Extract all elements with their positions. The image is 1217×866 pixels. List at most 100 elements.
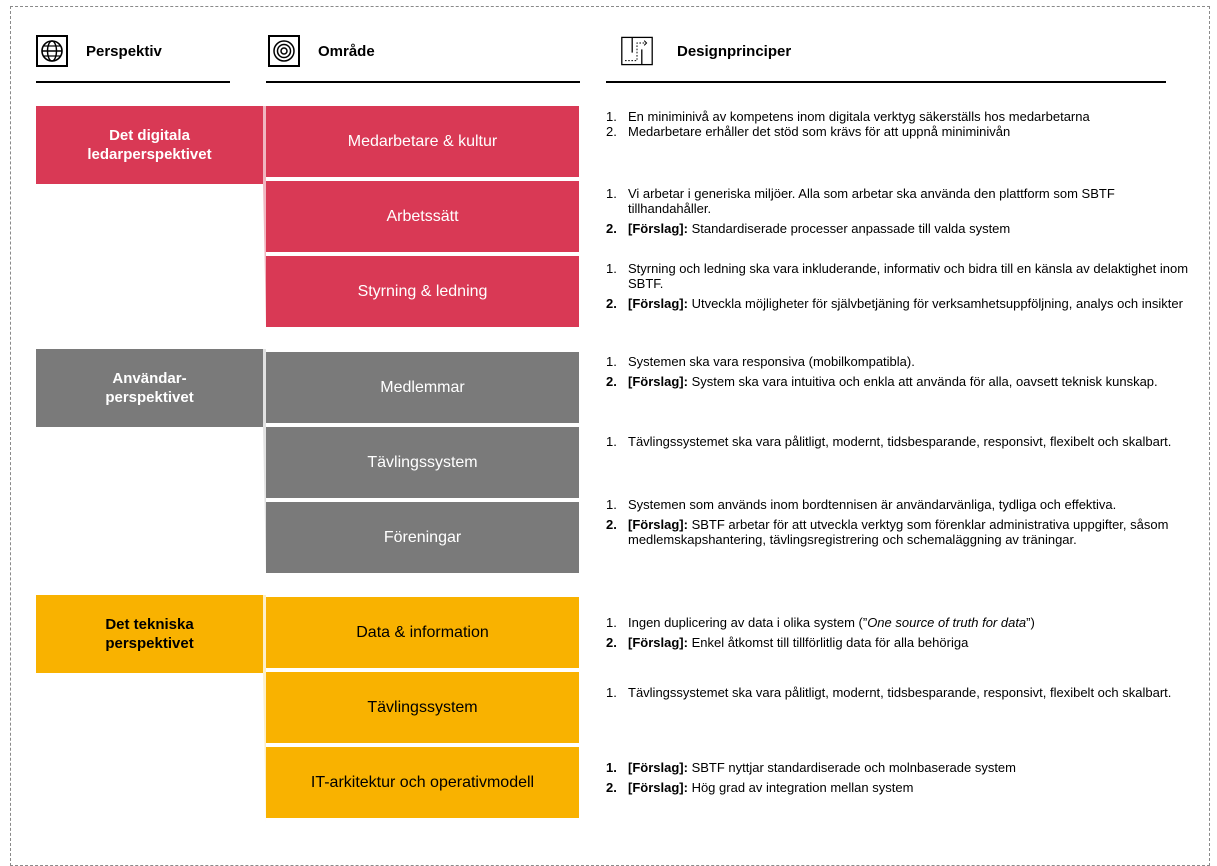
perspective-tech-line2: perspektivet [105,635,194,652]
principle-text: En miniminivå av kompetens inom digitala… [628,109,1090,124]
principle-item: 2. Medarbetare erhåller det stöd som kräv… [606,124,1191,139]
header-rule-area [266,81,580,83]
header-area-label: Område [318,42,375,60]
principle-item: 2. [Förslag]: SBTF arbetar för att utveck… [606,517,1191,547]
principles-group: 1. Systemen som används inom bordtennisen… [606,497,1191,547]
area-box: Föreningar [266,502,579,573]
principle-text: Tävlingssystemet ska vara pålitligt, mod… [628,685,1172,700]
principle-number: 1. [606,615,617,630]
header-principles-label: Designprinciper [677,42,792,60]
principle-text: Styrning och ledning ska vara inkluderan… [628,261,1189,291]
principle-number: 1. [606,497,617,512]
principle-number: 1. [606,685,617,700]
principle-item: 1. Tävlingssystemet ska vara pålitligt, m… [606,685,1191,700]
principles-group: 1. Vi arbetar i generiska miljöer. Alla s… [606,186,1191,236]
header-perspective-label: Perspektiv [86,42,162,60]
principles-group: 1. Styrning och ledning ska vara inkluder… [606,261,1191,311]
area-box: Medlemmar [266,352,579,423]
proposal-tag: [Förslag]: [628,221,688,236]
principle-text: Enkel åtkomst till tillförlitlig data fö… [687,635,969,650]
principle-item: 1. En miniminivå av kompetens inom digita… [606,109,1191,124]
proposal-tag: [Förslag]: [628,374,688,389]
principle-number: 2. [606,221,617,236]
proposal-tag: [Förslag]: [628,780,688,795]
principle-number: 1. [606,109,617,124]
principle-item: 1. Ingen duplicering av data i olika syst… [606,615,1191,630]
principles-group: 1. Tävlingssystemet ska vara pålitligt, m… [606,685,1191,700]
principle-item: 2. [Förslag]: Hög grad av integration mel… [606,780,1191,795]
header-rule-perspective [36,81,230,83]
principle-text: SBTF nyttjar standardiserade och molnbas… [687,760,1016,775]
principle-text: Ingen duplicering av data i olika system… [628,615,868,630]
principle-number: 2. [606,374,617,389]
principle-number: 2. [606,296,617,311]
principle-number: 1. [606,261,617,276]
proposal-tag: [Förslag]: [628,760,688,775]
principle-text: Vi arbetar i generiska miljöer. Alla som… [628,186,1115,216]
area-box: Tävlingssystem [266,672,579,743]
area-box: IT-arkitektur och operativmodell [266,747,579,818]
principles-group: 1. En miniminivå av kompetens inom digita… [606,109,1191,139]
perspective-user-line1: Användar- [112,370,187,387]
principle-item: 2. [Förslag]: System ska vara intuitiva o… [606,374,1191,389]
flow-path-icon [621,35,653,67]
principle-number: 2. [606,124,617,139]
principle-number: 1. [606,186,617,201]
area-box: Data & information [266,597,579,668]
principle-text: ”) [1026,615,1035,630]
principle-text: Standardiserade processer anpassade till… [687,221,1011,236]
principle-text: Tävlingssystemet ska vara pålitligt, mod… [628,434,1172,449]
principle-number: 1. [606,760,617,775]
principle-text: Utveckla möjligheter för självbetjäning … [687,296,1183,311]
principle-text: Hög grad av integration mellan system [687,780,914,795]
principle-text: SBTF arbetar för att utveckla verktyg so… [628,517,1169,547]
area-box: Styrning & ledning [266,256,579,327]
digital-fan [263,106,266,326]
tech-fan [263,595,266,823]
principle-number: 2. [606,517,617,532]
principles-group: 1. Ingen duplicering av data i olika syst… [606,615,1191,650]
target-icon [268,35,300,67]
header-rule-principles [606,81,1166,83]
principles-group: 1. [Förslag]: SBTF nyttjar standardiserad… [606,760,1191,795]
principle-number: 1. [606,354,617,369]
principle-item: 1. Systemen ska vara responsiva (mobilkom… [606,354,1191,369]
principle-item: 2. [Förslag]: Standardiserade processer a… [606,221,1191,236]
principle-text: System ska vara intuitiva och enkla att … [687,374,1158,389]
header-area: Område [268,31,375,71]
principle-item: 1. [Förslag]: SBTF nyttjar standardiserad… [606,760,1191,775]
proposal-tag: [Förslag]: [628,635,688,650]
header-principles: Designprinciper [621,31,791,71]
area-box: Arbetssätt [266,181,579,252]
header-perspective: Perspektiv [36,31,162,71]
perspective-user: Användar-perspektivet [36,349,263,427]
principle-italic-text: One source of truth for data [867,615,1027,630]
principles-group: 1. Tävlingssystemet ska vara pålitligt, m… [606,434,1191,449]
user-fan [263,349,266,574]
principle-item: 2. [Förslag]: Utveckla möjligheter för sj… [606,296,1191,311]
proposal-tag: [Förslag]: [628,296,688,311]
principle-item: 2. [Förslag]: Enkel åtkomst till tillförl… [606,635,1191,650]
principle-text: Systemen som används inom bordtennisen ä… [628,497,1117,512]
perspective-tech-line1: Det tekniska [105,616,194,633]
principle-text: Systemen ska vara responsiva (mobilkompa… [628,354,915,369]
principle-number: 2. [606,780,617,795]
principle-number: 1. [606,434,617,449]
principle-item: 1. Systemen som används inom bordtennisen… [606,497,1191,512]
principle-text: Medarbetare erhåller det stöd som krävs … [628,124,1011,139]
proposal-tag: [Förslag]: [628,517,688,532]
principle-item: 1. Vi arbetar i generiska miljöer. Alla s… [606,186,1191,216]
principle-number: 2. [606,635,617,650]
globe-icon [36,35,68,67]
principle-item: 1. Styrning och ledning ska vara inkluder… [606,261,1191,291]
perspective-digital-line1: Det digitala [109,127,190,144]
perspective-tech: Det tekniska perspektivet [36,595,263,673]
perspective-digital: Det digitala ledarperspektivet [36,106,263,184]
area-box: Medarbetare & kultur [266,106,579,177]
principles-group: 1. Systemen ska vara responsiva (mobilkom… [606,354,1191,389]
area-box: Tävlingssystem [266,427,579,498]
perspective-user-line2: perspektivet [105,389,194,406]
perspective-digital-line2: ledarperspektivet [87,146,212,163]
principle-item: 1. Tävlingssystemet ska vara pålitligt, m… [606,434,1191,449]
